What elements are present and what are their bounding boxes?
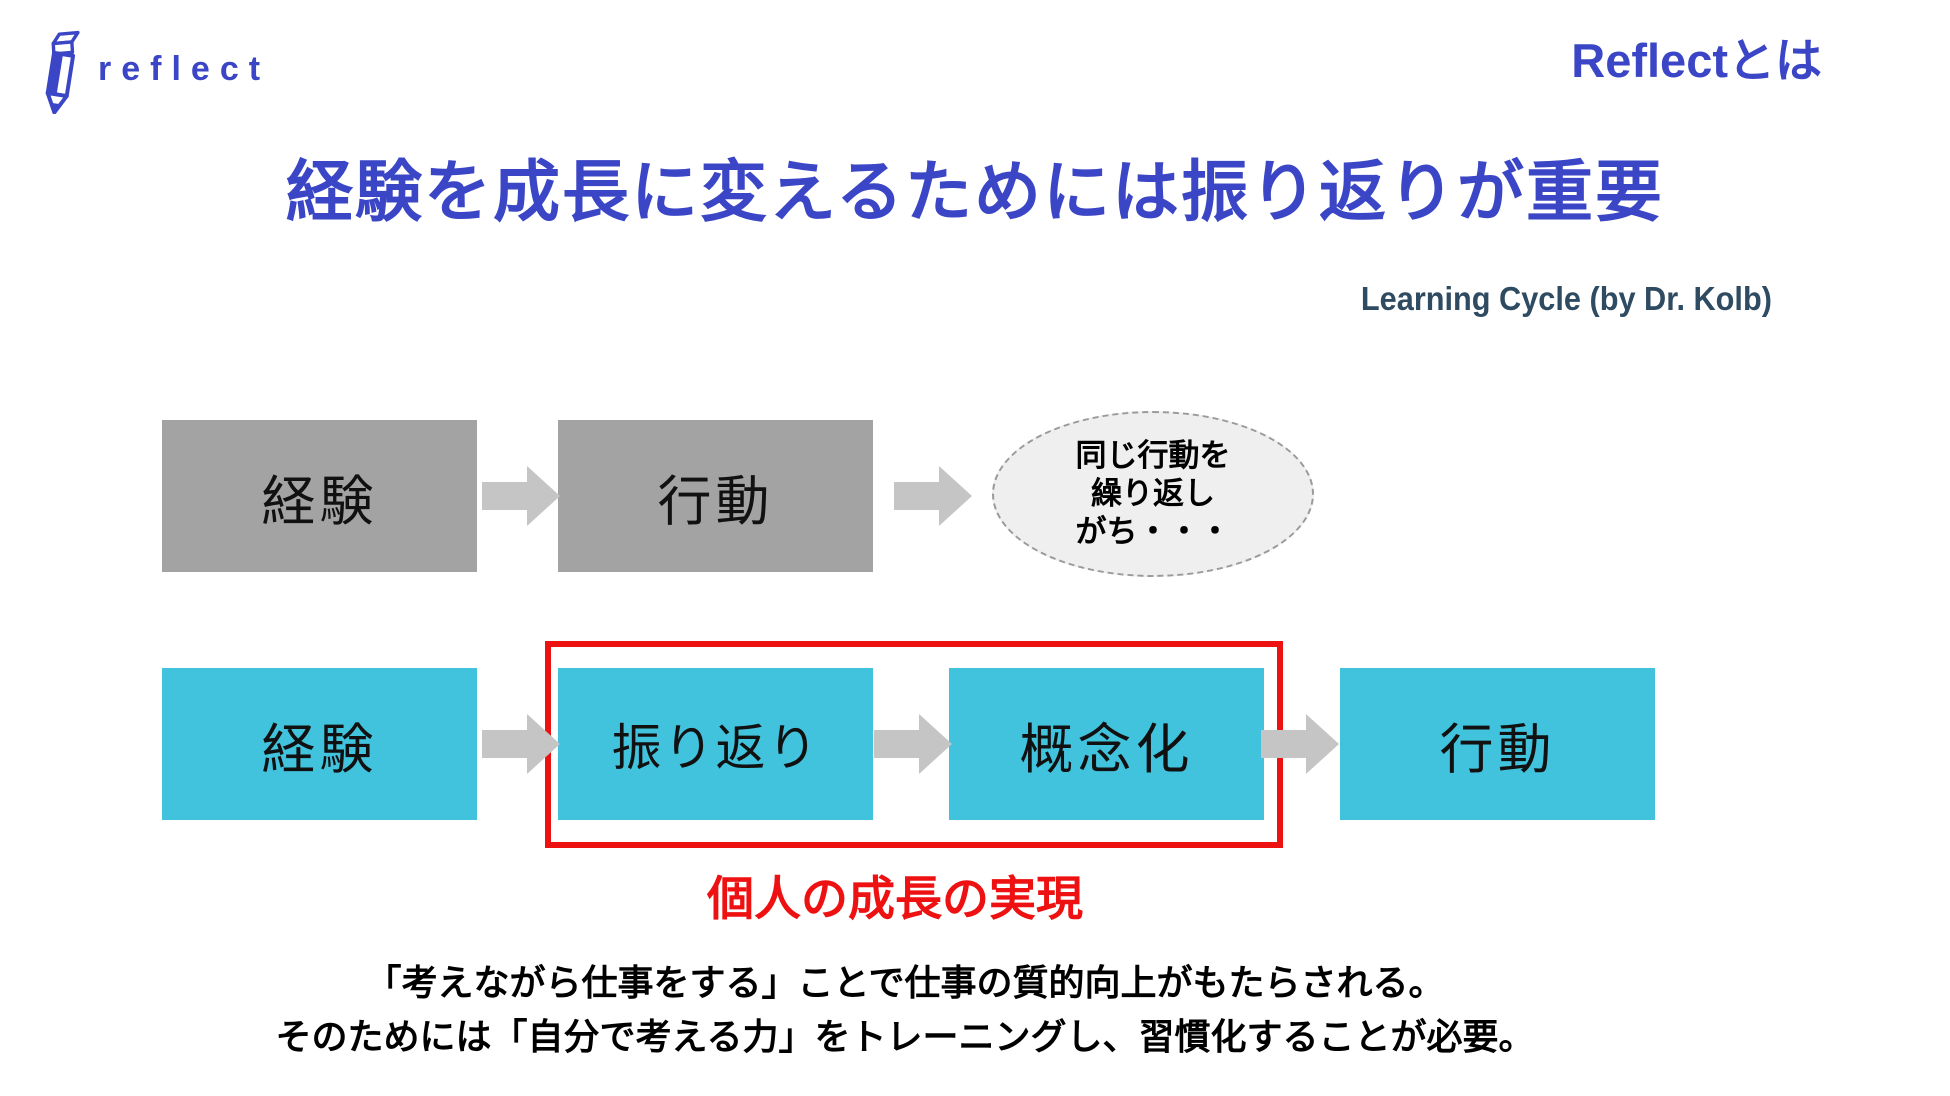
bubble-line: 同じ行動を <box>1075 438 1231 473</box>
flow-box-experience-bottom: 経験 <box>162 668 477 820</box>
flow-box-action-bottom: 行動 <box>1340 668 1655 820</box>
bubble-line: がち・・・ <box>1075 514 1231 549</box>
arrow-head <box>527 714 560 774</box>
flow-box-label: 概念化 <box>1019 719 1194 780</box>
flow-box-label: 経験 <box>261 719 378 780</box>
arrow-right-icon <box>482 466 560 526</box>
arrow-head <box>919 714 952 774</box>
arrow-stem <box>482 730 527 758</box>
arrow-stem <box>874 730 919 758</box>
flow-box-reflection: 振り返り <box>558 668 873 820</box>
pencil-icon <box>45 30 80 114</box>
flow-box-label: 行動 <box>1439 719 1556 780</box>
bubble-line: 繰り返し <box>1091 476 1215 511</box>
flow-box-experience-top: 経験 <box>162 420 477 572</box>
arrow-head <box>1306 714 1339 774</box>
arrow-stem <box>482 482 527 510</box>
arrow-right-icon <box>482 714 560 774</box>
slide-label: Reflectとは <box>1571 34 1822 87</box>
subtitle: Learning Cycle (by Dr. Kolb) <box>1361 280 1772 317</box>
arrow-head <box>939 466 972 526</box>
logo-text: reflect <box>98 50 271 88</box>
flow-box-label: 行動 <box>657 471 774 532</box>
footer-note: 「考えながら仕事をする」ことで仕事の質的向上がもたらされる。 そのためには「自分… <box>100 956 1710 1064</box>
page-title: 経験を成長に変えるためには振り返りが重要 <box>286 155 1664 230</box>
logo: reflect <box>34 28 260 114</box>
footer-line: そのためには「自分で考える力」をトレーニングし、習慣化することが必要。 <box>275 1016 1535 1057</box>
arrow-stem <box>1261 730 1306 758</box>
arrow-head <box>527 466 560 526</box>
highlight-label: 個人の成長の実現 <box>707 872 1083 925</box>
arrow-right-icon <box>1261 714 1339 774</box>
footer-line: 「考えながら仕事をする」ことで仕事の質的向上がもたらされる。 <box>365 962 1445 1003</box>
arrow-right-icon <box>894 466 972 526</box>
flow-box-label: 振り返り <box>611 720 820 776</box>
flow-box-action-top: 行動 <box>558 420 873 572</box>
flow-box-label: 経験 <box>261 471 378 532</box>
arrow-right-icon <box>874 714 952 774</box>
arrow-stem <box>894 482 939 510</box>
repeat-behavior-bubble: 同じ行動を 繰り返し がち・・・ <box>992 411 1314 577</box>
flow-box-conceptualization: 概念化 <box>949 668 1264 820</box>
